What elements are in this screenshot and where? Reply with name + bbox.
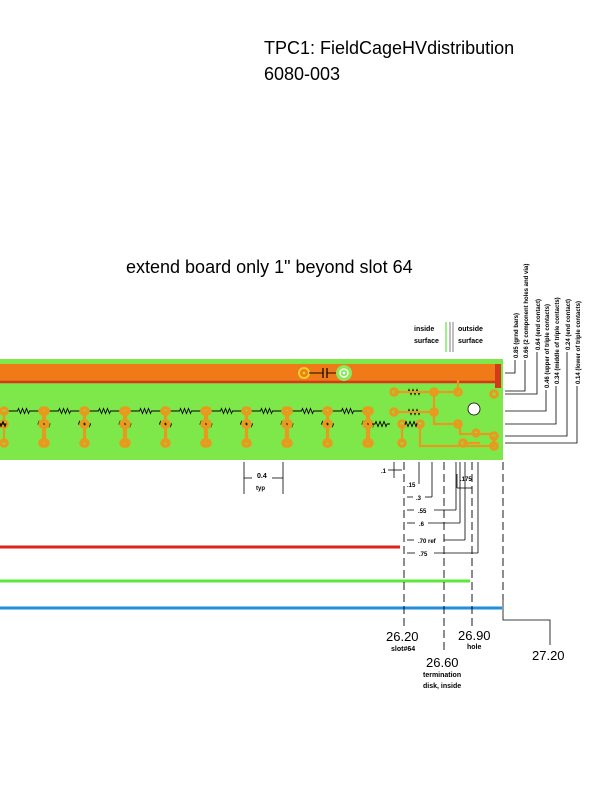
dim-0-175: .175 (460, 477, 472, 483)
contact-pad (323, 406, 333, 416)
row-height-labels: 0.85 (grnd bars) 0.66 (2 component holes … (505, 264, 582, 444)
contact-pad (80, 406, 90, 416)
edge-position: 27.20 (532, 648, 565, 663)
spacing-marker: 0.4 typ (243, 462, 284, 494)
resistor-edge (0, 420, 7, 428)
resistor-top (170, 407, 201, 415)
row-height-label: 0.24 (end contact) (566, 299, 572, 350)
contact-pad (283, 419, 293, 429)
row-height-leader (505, 386, 578, 444)
contact-pad (161, 438, 171, 448)
contact-pad (242, 438, 252, 448)
termination-caption-1: termination (423, 672, 461, 679)
resistor-top (332, 407, 363, 415)
spacing-value: 0.4 (257, 473, 267, 480)
resistor-top (89, 407, 120, 415)
dimension-stack: .1 .15 .3 .55 .6 .70 ref .75 .175 (381, 462, 479, 558)
contact-pad (161, 419, 171, 429)
contact-pad (121, 419, 131, 429)
dim-0-1: .1 (381, 469, 387, 475)
hole-position: 26.90 (458, 628, 491, 643)
dim-0-6: .6 (419, 522, 425, 528)
contact-pad (364, 406, 374, 416)
contact-pad (242, 406, 252, 416)
contact-pad (323, 438, 333, 448)
row-height-label: 0.14 (lower of triple contacts) (576, 301, 582, 384)
dim-0-70-ref: .70 ref (418, 539, 437, 545)
resistor-mid (320, 420, 335, 428)
row-height-leader (505, 352, 568, 437)
contact-pad (202, 419, 212, 429)
row-height-label: 0.64 (end contact) (536, 299, 542, 350)
slot64-position: 26.20 (386, 629, 419, 644)
contact-pad (121, 438, 131, 448)
circuit-board (0, 359, 503, 460)
outside-surface-label-2: surface (458, 338, 483, 345)
drawing-title: TPC1: FieldCageHVdistribution (264, 38, 514, 58)
resistor-mid (77, 420, 92, 428)
capacitor-symbol (298, 365, 352, 381)
row-height-leader (505, 360, 526, 392)
contact-pad (364, 438, 374, 448)
contact-pad (40, 419, 50, 429)
row-height-leader (505, 386, 557, 425)
termination-traces (394, 380, 499, 451)
dim-0-15: .15 (407, 483, 416, 489)
termination-resistor (404, 420, 418, 428)
mounting-hole-icon (467, 402, 481, 416)
resistor-top (292, 407, 323, 415)
contact-pad (80, 419, 90, 429)
contact-pad (283, 438, 293, 448)
resistor-mid (158, 420, 173, 428)
contact-pad (323, 419, 333, 429)
dim-0-3: .3 (416, 496, 422, 502)
row-height-label: 0.85 (grnd bars) (514, 313, 520, 358)
resistor-top (251, 407, 282, 415)
row-height-leader (505, 352, 538, 395)
resistor-top (211, 407, 242, 415)
row-height-label: 0.34 (middle of triple contacts) (555, 297, 561, 384)
contact-pad (283, 406, 293, 416)
termination-position: 26.60 (426, 655, 459, 670)
contact-pad (0, 406, 9, 416)
dim-0-75: .75 (419, 552, 428, 558)
contact-pad (161, 406, 171, 416)
row-height-leader (505, 360, 516, 374)
surface-ticks (445, 322, 454, 352)
edge-leader (502, 600, 551, 645)
contact-pad (0, 438, 9, 448)
ground-bar (0, 364, 500, 382)
resistor-mid (239, 420, 254, 428)
resistor-top (49, 407, 80, 415)
inside-surface-label-2: surface (414, 338, 439, 345)
contact-pad (121, 406, 131, 416)
row-height-label: 0.46 (upper of triple contacts) (545, 304, 551, 388)
board-note: extend board only 1" beyond slot 64 (126, 257, 413, 277)
contact-pad (80, 438, 90, 448)
outside-surface-label-1: outside (458, 326, 483, 333)
drawing-number: 6080-003 (264, 64, 340, 84)
contact-pad (202, 438, 212, 448)
hole-caption: hole (467, 644, 481, 651)
dim-0-55: .55 (418, 509, 427, 515)
slot64-caption: slot#64 (391, 646, 415, 653)
contact-pad (40, 406, 50, 416)
row-height-label: 0.66 (2 component holes and via) (524, 264, 530, 358)
row-height-leader (505, 390, 547, 412)
contact-pad (202, 406, 212, 416)
inside-surface-label-1: inside (414, 326, 434, 333)
resistor-top (8, 407, 39, 415)
termination-caption-2: disk, inside (423, 683, 461, 690)
contact-pad (242, 419, 252, 429)
contact-pad (40, 438, 50, 448)
resistor-top (130, 407, 161, 415)
termination-resistor (372, 420, 390, 428)
spacing-unit: typ (256, 486, 265, 492)
